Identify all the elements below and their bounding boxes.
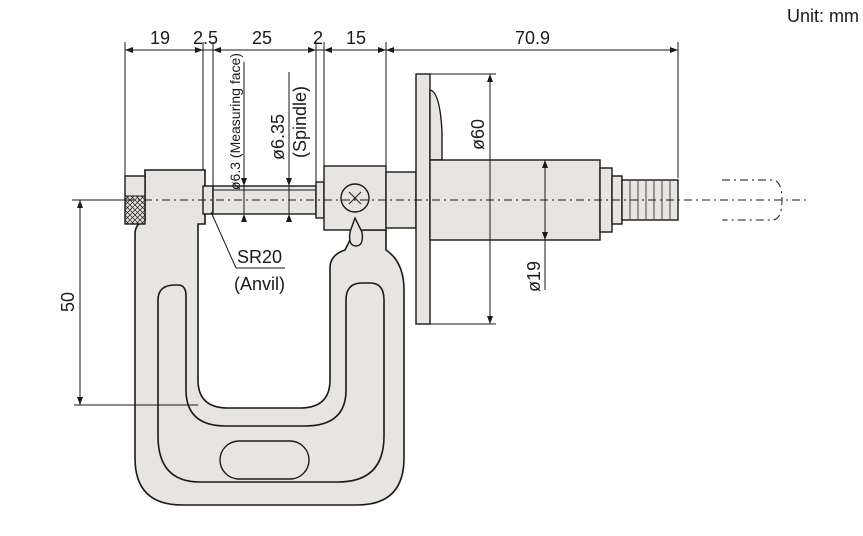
dim-dial-diameter: ø60: [468, 119, 488, 150]
anvil-leader: [210, 211, 285, 269]
spindle-label: (Spindle): [290, 86, 310, 158]
dim-height-lines: [74, 199, 198, 406]
dim-spindle-lines: [241, 62, 292, 222]
frame-oval-hole: [219, 440, 310, 480]
micrometer-frame: [134, 169, 405, 506]
dim-2-5: 2.5: [193, 28, 218, 48]
dim-70-9: 70.9: [515, 28, 550, 48]
dim-2: 2: [313, 28, 323, 48]
dim-measuring-face: ø6.3 (Measuring face): [227, 53, 243, 190]
spindle-lock: [323, 165, 387, 247]
dim-15: 15: [346, 28, 366, 48]
dim-sleeve-diameter: ø19: [524, 261, 544, 292]
dim-sleeve-diameter-lines: [542, 160, 548, 290]
dim-dial-diameter-lines: [416, 73, 496, 325]
anvil-label: (Anvil): [234, 274, 285, 294]
top-dimension-lines: [124, 42, 679, 186]
anvil-radius: SR20: [237, 247, 282, 267]
dim-height: 50: [58, 292, 78, 312]
dim-19: 19: [150, 28, 170, 48]
dim-25: 25: [252, 28, 272, 48]
dim-spindle-diameter: ø6.35: [268, 114, 288, 160]
unit-label: Unit: mm: [787, 6, 859, 26]
